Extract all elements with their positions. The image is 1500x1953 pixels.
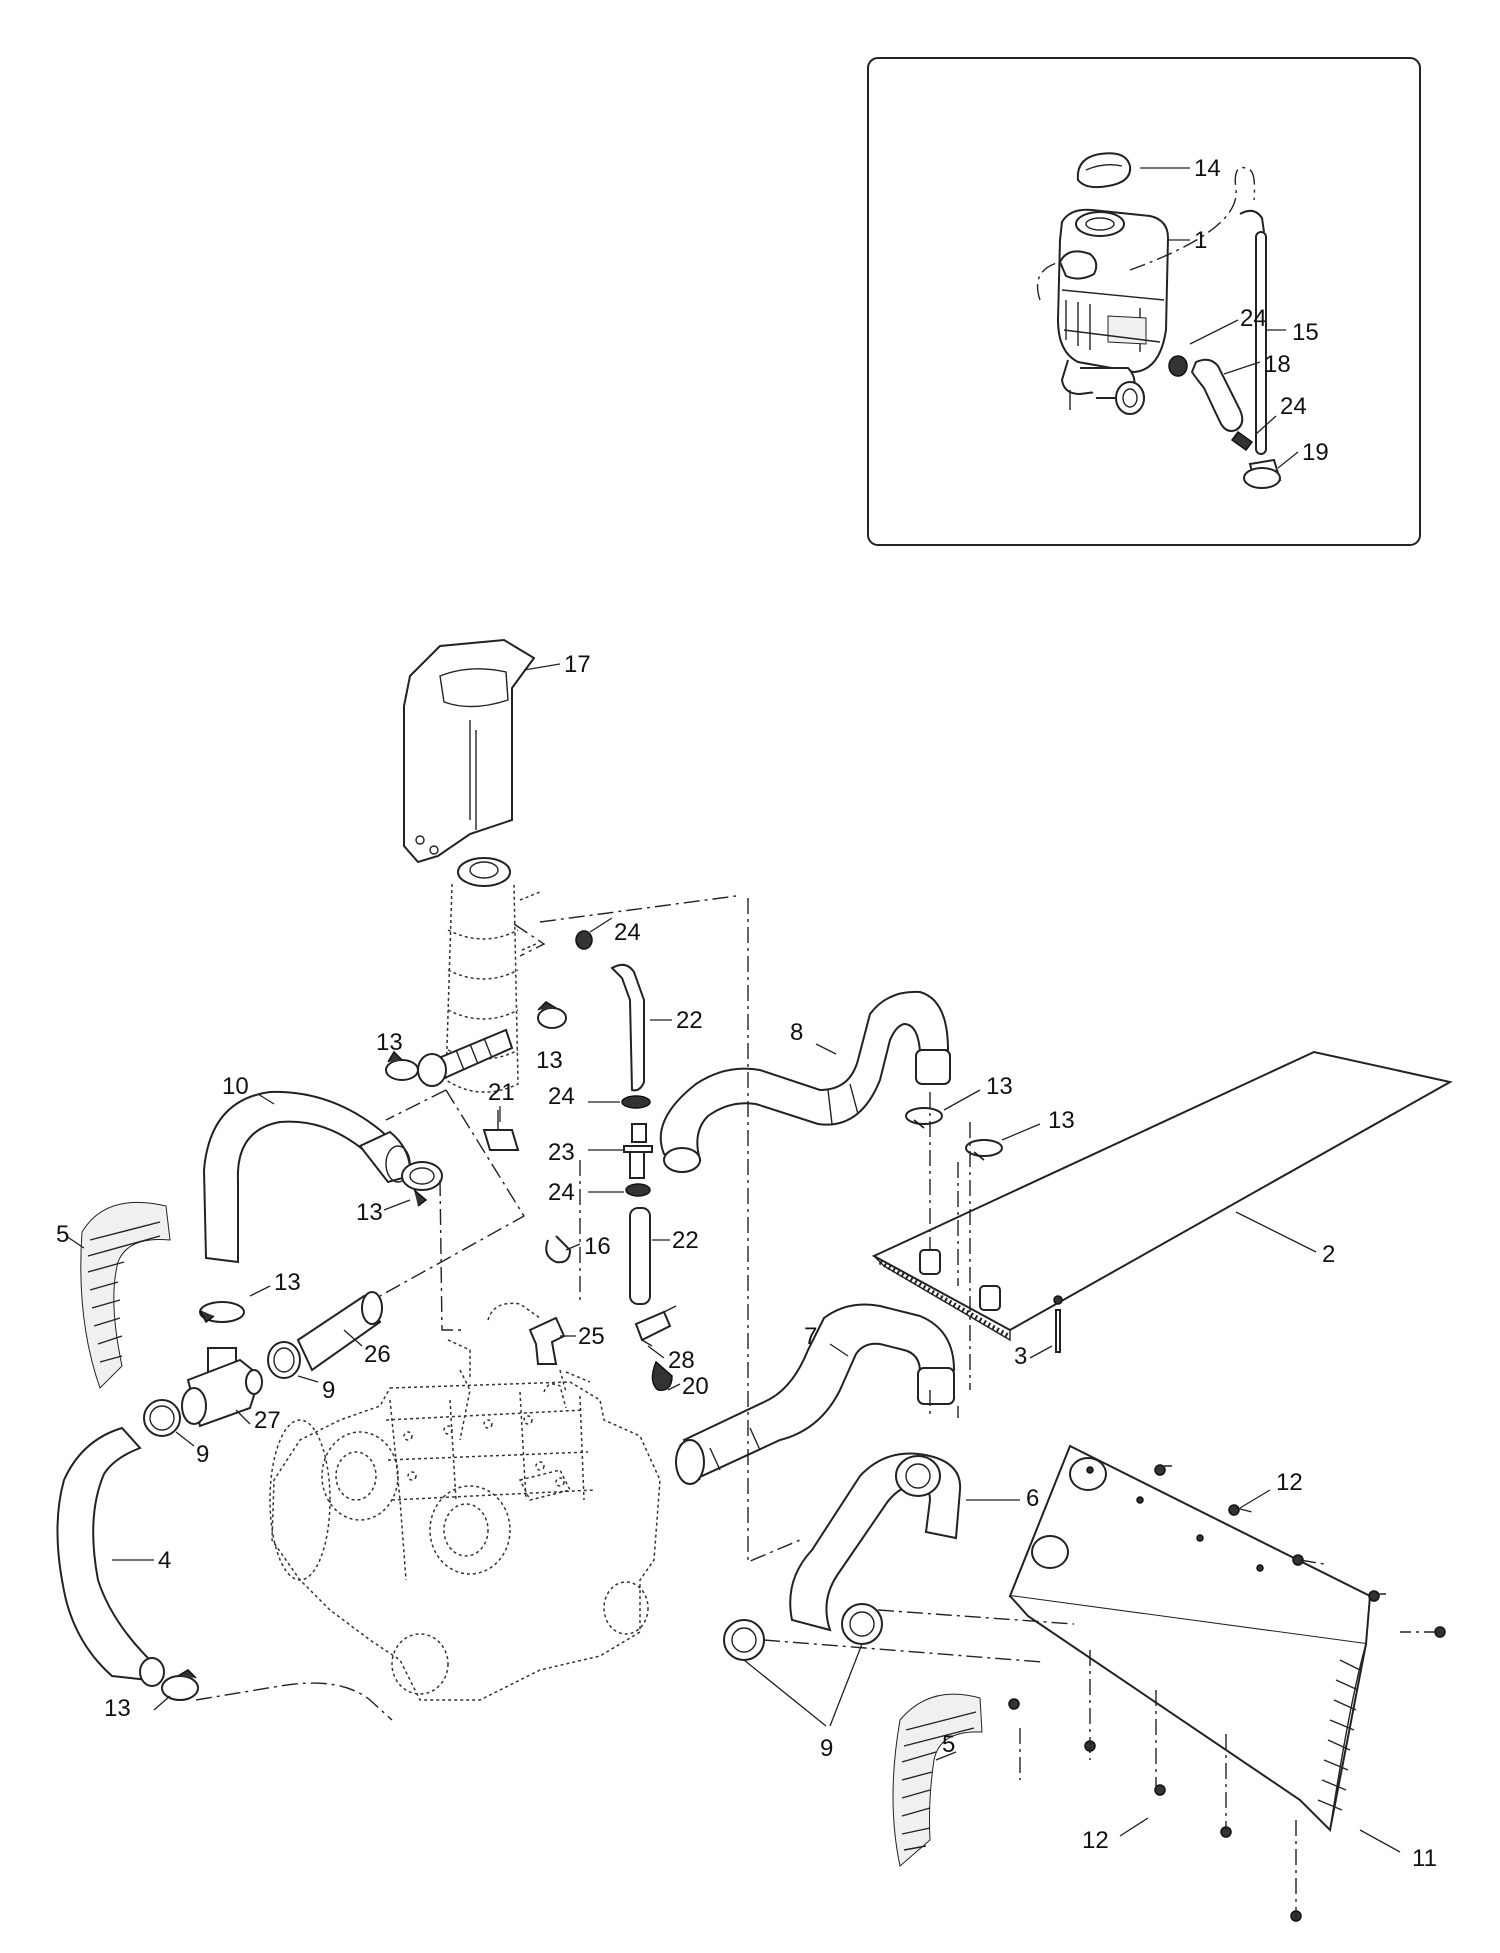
seal-ring-tee-left — [143, 1399, 195, 1447]
callout-24-main-lower: 24 — [548, 1179, 575, 1206]
mounting-bracket — [403, 638, 561, 864]
callout-13-bottom-left: 13 — [104, 1695, 131, 1722]
hose-clamp-13-tee — [199, 1285, 271, 1324]
seal-ring-lower — [723, 1619, 863, 1727]
callout-18: 18 — [1264, 351, 1291, 378]
callout-9-lower: 9 — [820, 1735, 833, 1762]
hose-clamp-inset-lower — [1230, 430, 1254, 452]
callout-12-lower: 12 — [1082, 1827, 1109, 1854]
callout-13-upper-left: 13 — [376, 1029, 403, 1056]
callout-20: 20 — [682, 1373, 709, 1400]
callout-10: 10 — [222, 1073, 249, 1100]
hose-bracket — [482, 1106, 520, 1151]
callout-13-radiator-right: 13 — [1048, 1107, 1075, 1134]
thread-sealant-drop — [651, 1360, 681, 1391]
reservoir-plug — [1243, 458, 1282, 489]
exhaust-grille-upper-left — [65, 1201, 171, 1389]
coolant-reservoir — [1036, 208, 1170, 415]
upper-coolant-reservoir — [445, 857, 541, 1093]
radiator-screw — [1029, 1295, 1063, 1359]
hose-clamp-13-radiator-right — [965, 1123, 1041, 1161]
heat-exchanger — [1008, 1444, 1401, 1853]
hose-clamp-24-lower — [625, 1183, 651, 1197]
reservoir-outlet-pipe — [417, 1028, 514, 1087]
overflow-hose — [1129, 166, 1267, 455]
hose-clamp-24-middle — [621, 1095, 651, 1109]
reservoir-outlet-hose — [1190, 358, 1244, 432]
callout-7: 7 — [804, 1323, 817, 1350]
callout-2: 2 — [1322, 1241, 1335, 1268]
hose-clamp-inset-upper — [1168, 355, 1188, 377]
callout-15: 15 — [1292, 319, 1319, 346]
callout-21: 21 — [488, 1079, 515, 1106]
callout-24-inset-lower: 24 — [1280, 393, 1307, 420]
tee-fitting — [181, 1347, 263, 1428]
callout-9-tee-left: 9 — [196, 1441, 209, 1468]
hose-clamp-13-radiator-left — [905, 1089, 981, 1129]
callout-3: 3 — [1014, 1343, 1027, 1370]
tie-strap — [545, 1235, 581, 1264]
bleed-hose-upper — [610, 963, 672, 1092]
callout-23: 23 — [548, 1139, 575, 1166]
callout-22-upper: 22 — [676, 1007, 703, 1034]
hose-6 — [789, 1452, 1020, 1645]
callout-13-hose10: 13 — [356, 1199, 383, 1226]
inset-panel — [867, 57, 1421, 546]
hose-clamp-13-upper-left — [385, 1050, 419, 1081]
hose-clamp-13-hose10 — [383, 1161, 443, 1211]
elbow-fitting — [487, 1302, 576, 1365]
radiator-core — [871, 1050, 1453, 1342]
hose-7 — [675, 1303, 956, 1485]
callout-19: 19 — [1302, 439, 1329, 466]
exhaust-grille-lower — [892, 1693, 983, 1867]
callout-16: 16 — [584, 1233, 611, 1260]
callout-13-radiator-left: 13 — [986, 1073, 1013, 1100]
temperature-sensor — [634, 1305, 677, 1359]
callout-24-main-middle: 24 — [548, 1083, 575, 1110]
callout-4: 4 — [158, 1547, 171, 1574]
callout-17: 17 — [564, 651, 591, 678]
assembly-guides — [195, 895, 1440, 1920]
seal-ring-tee-right — [267, 1341, 319, 1383]
bleed-fitting — [588, 1123, 653, 1179]
hose-8 — [659, 990, 951, 1173]
callout-24-inset-upper: 24 — [1240, 305, 1267, 332]
hose-4 — [56, 1426, 165, 1687]
callout-8: 8 — [790, 1019, 803, 1046]
callout-labels: 14 1 24 18 15 24 19 17 24 22 13 13 24 21… — [56, 155, 1437, 1872]
hose-10 — [202, 1090, 412, 1264]
inset-frame — [867, 57, 1421, 546]
callout-5-upper: 5 — [56, 1221, 69, 1248]
callout-12-upper: 12 — [1276, 1469, 1303, 1496]
hose-clamp-24-upper — [575, 930, 593, 950]
hose-clamp-13-upper-right — [537, 1001, 567, 1029]
callout-13-upper-right: 13 — [536, 1047, 563, 1074]
callout-14: 14 — [1194, 155, 1221, 182]
callout-27: 27 — [254, 1407, 281, 1434]
callout-25: 25 — [578, 1323, 605, 1350]
hose-26 — [296, 1291, 383, 1372]
bleed-hose-lower — [629, 1207, 651, 1305]
callout-24-main-upper: 24 — [614, 919, 641, 946]
engine-block — [269, 1339, 661, 1701]
hose-clamp-13-bottom-left — [153, 1669, 199, 1711]
callout-13-tee: 13 — [274, 1269, 301, 1296]
callout-6: 6 — [1026, 1485, 1039, 1512]
reservoir-cap — [1076, 152, 1132, 189]
callout-26: 26 — [364, 1341, 391, 1368]
callout-22-lower: 22 — [672, 1227, 699, 1254]
callout-5-lower: 5 — [942, 1731, 955, 1758]
callout-28: 28 — [668, 1347, 695, 1374]
callout-1: 1 — [1194, 227, 1207, 254]
callout-9-tee-right: 9 — [322, 1377, 335, 1404]
callout-11: 11 — [1412, 1845, 1437, 1872]
